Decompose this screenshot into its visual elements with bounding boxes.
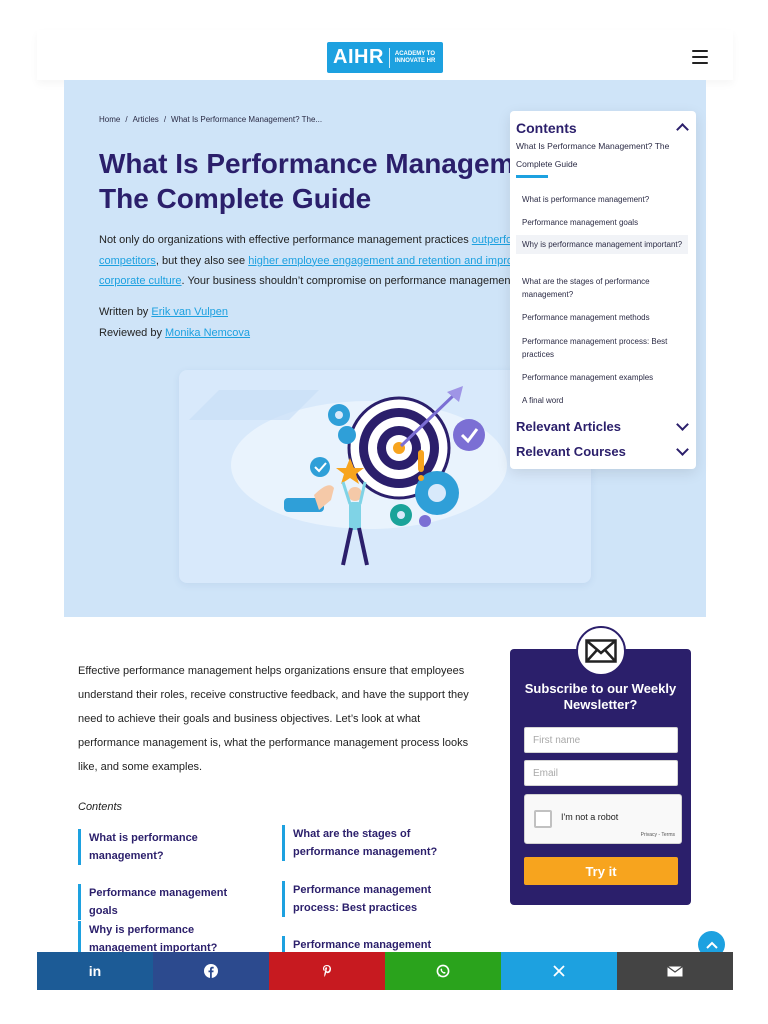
star-icon — [336, 458, 364, 484]
written-by: Written by Erik van Vulpen — [99, 306, 228, 318]
recaptcha-widget: I'm not a robot Privacy - Terms — [524, 794, 682, 844]
chevron-up-icon[interactable] — [676, 123, 689, 136]
breadcrumb-articles[interactable]: Articles — [132, 115, 159, 124]
contents-link[interactable]: What is performance management? — [78, 829, 258, 865]
badge-icon — [453, 419, 485, 451]
reviewed-by: Reviewed by Monika Nemcova — [99, 327, 250, 339]
site-header: AIHR ACADEMY TO INNOVATE HR — [37, 30, 733, 80]
logo-tagline: ACADEMY TO INNOVATE HR — [394, 50, 436, 64]
toc-panel: Contents What Is Performance Management?… — [510, 111, 696, 469]
mail-icon — [667, 965, 683, 976]
captcha-label: I'm not a robot — [561, 812, 619, 822]
facebook-icon — [204, 964, 218, 978]
toc-item[interactable]: A final word — [522, 396, 564, 405]
contents-link[interactable]: What are the stages of performance manag… — [282, 825, 462, 861]
contents-link[interactable]: Performance management goals — [78, 884, 258, 920]
logo-wordmark: AIHR — [333, 46, 384, 68]
captcha-checkbox[interactable] — [534, 810, 552, 828]
breadcrumb-separator: / — [125, 115, 128, 124]
hamburger-menu-icon[interactable] — [692, 50, 708, 64]
reviewer-link[interactable]: Monika Nemcova — [165, 327, 251, 339]
share-x-button[interactable] — [501, 952, 617, 990]
intro-text: , but they also see — [155, 254, 249, 267]
contents-link[interactable]: Performance management process: Best pra… — [282, 881, 462, 917]
check-bubble-icon — [310, 457, 330, 477]
linkedin-icon: in — [88, 963, 102, 979]
exclamation-icon — [418, 450, 424, 472]
share-email-button[interactable] — [617, 952, 733, 990]
toc-item[interactable]: Performance management process: Best pra… — [522, 337, 668, 359]
toc-item[interactable]: Performance management methods — [522, 313, 650, 322]
menu-line — [692, 50, 708, 52]
logo-divider — [388, 47, 390, 68]
toc-item[interactable]: Performance management goals — [522, 218, 639, 227]
toc-item[interactable]: What are the stages of performance manag… — [522, 277, 650, 299]
toc-item[interactable]: Performance management examples — [522, 373, 654, 382]
chevron-down-icon[interactable] — [676, 418, 689, 431]
target-illustration — [189, 386, 507, 566]
x-icon — [553, 965, 565, 977]
whatsapp-icon — [436, 964, 450, 978]
chevron-up-icon — [705, 941, 718, 949]
newsletter-widget: Subscribe to our Weekly Newsletter? I'm … — [510, 626, 691, 905]
person-figure — [348, 487, 362, 501]
page-title: What Is Performance Management? The Comp… — [99, 148, 574, 214]
share-pinterest-button[interactable] — [269, 952, 385, 990]
email-field[interactable] — [524, 760, 678, 786]
pinterest-icon — [323, 965, 331, 977]
relevant-courses-toggle[interactable]: Relevant Courses — [516, 444, 626, 459]
written-by-label: Written by — [99, 306, 149, 318]
subscribe-button[interactable]: Try it — [524, 857, 678, 885]
breadcrumb: Home / Articles / What Is Performance Ma… — [99, 115, 322, 124]
breadcrumb-home[interactable]: Home — [99, 115, 121, 124]
toc-progress-bar — [516, 175, 548, 178]
share-linkedin-button[interactable]: in — [37, 952, 153, 990]
relevant-articles-toggle[interactable]: Relevant Articles — [516, 419, 622, 434]
toc-item-active[interactable]: Why is performance management important? — [516, 235, 688, 254]
chevron-down-icon[interactable] — [676, 443, 689, 456]
intro-text: . Your business shouldn’t compromise on … — [181, 275, 517, 287]
reviewed-by-label: Reviewed by — [99, 327, 162, 339]
share-whatsapp-button[interactable] — [385, 952, 501, 990]
gear-icon — [419, 515, 431, 527]
intro-link-engagement[interactable]: higher employee engagement and retention… — [99, 254, 531, 288]
breadcrumb-current: What Is Performance Management? The... — [171, 115, 323, 124]
newsletter-title: Subscribe to our Weekly Newsletter? — [524, 681, 677, 712]
author-link[interactable]: Erik van Vulpen — [151, 306, 229, 318]
share-facebook-button[interactable] — [153, 952, 269, 990]
hero-intro: Not only do organizations with effective… — [99, 230, 569, 292]
contents-label: Contents — [78, 801, 123, 813]
toc-item[interactable]: What is performance management? — [522, 195, 650, 204]
toc-subtitle[interactable]: What Is Performance Management? The Comp… — [516, 141, 670, 169]
gear-icon — [338, 426, 356, 444]
toc-heading[interactable]: Contents — [516, 120, 577, 136]
contents-link[interactable]: Why is performance management important? — [78, 921, 258, 957]
backdrop-shape — [189, 390, 319, 420]
intro-text: Not only do organizations with effective… — [99, 234, 472, 246]
breadcrumb-separator: / — [163, 115, 167, 124]
share-bar: in — [37, 952, 733, 990]
menu-line — [692, 62, 708, 64]
first-name-field[interactable] — [524, 727, 678, 753]
captcha-footer[interactable]: Privacy - Terms — [640, 832, 675, 838]
arrow-icon — [399, 393, 456, 448]
thumbs-up-icon — [284, 498, 324, 512]
aihr-logo[interactable]: AIHR ACADEMY TO INNOVATE HR — [327, 42, 443, 73]
envelope-icon — [576, 626, 626, 676]
menu-line — [692, 56, 708, 58]
article-intro: Effective performance management helps o… — [78, 665, 469, 773]
